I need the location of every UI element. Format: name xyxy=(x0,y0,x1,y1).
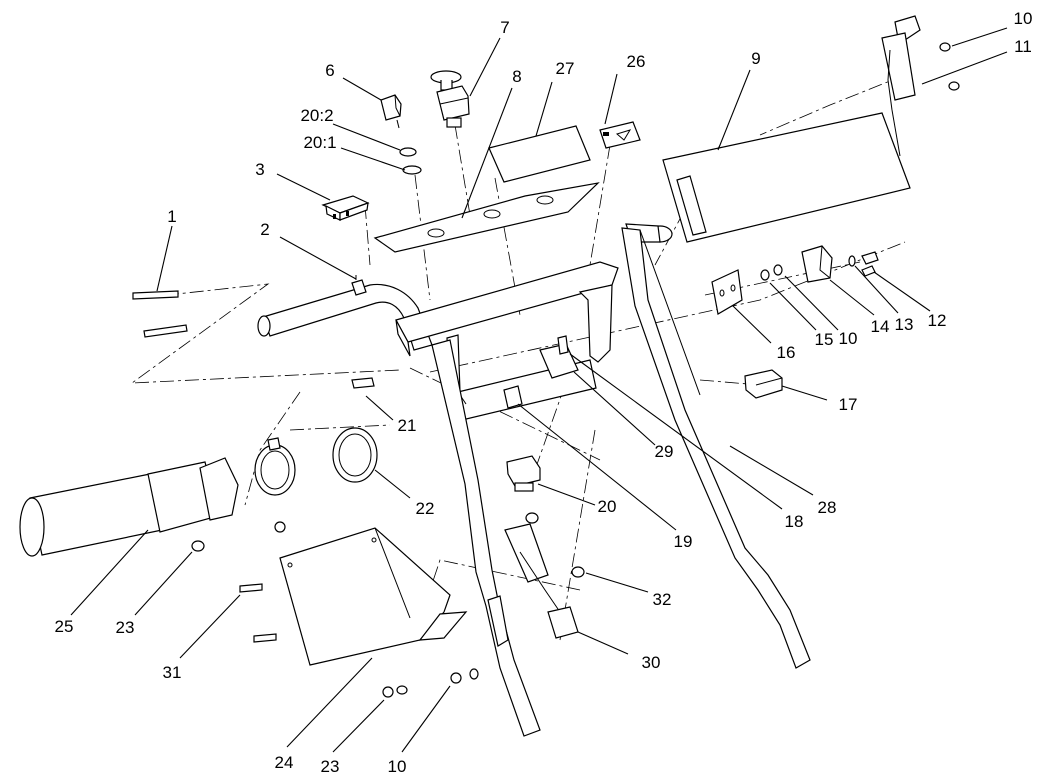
callout-16: 16 xyxy=(777,343,796,362)
callout-29: 29 xyxy=(655,442,674,461)
callout-20-2: 20:2 xyxy=(300,106,333,125)
callout-31: 31 xyxy=(163,663,182,682)
handle-bar-right xyxy=(621,223,811,669)
clamps-22 xyxy=(254,427,378,496)
callout-30: 30 xyxy=(642,653,661,672)
callout-8: 8 xyxy=(512,67,521,86)
callout-17: 17 xyxy=(839,395,858,414)
callout-9: 9 xyxy=(751,49,760,68)
callout-14: 14 xyxy=(871,317,890,336)
callout-20-1: 20:1 xyxy=(303,133,336,152)
switch-3 xyxy=(321,195,370,221)
control-console xyxy=(395,261,619,421)
panel-plate-8 xyxy=(373,182,600,253)
callout-26: 26 xyxy=(627,52,646,71)
callout-23-bottom: 23 xyxy=(321,757,340,776)
harness-30 xyxy=(504,512,585,639)
control-box-24 xyxy=(279,527,468,666)
callout-1: 1 xyxy=(167,207,176,226)
callout-labels: 1 2 3 6 7 8 9 10 10 10 11 12 13 14 15 16… xyxy=(55,9,1033,776)
callout-13: 13 xyxy=(895,315,914,334)
callout-32: 32 xyxy=(653,590,672,609)
callout-19: 19 xyxy=(674,532,693,551)
callout-27: 27 xyxy=(556,59,575,78)
callout-18: 18 xyxy=(785,512,804,531)
decal-27 xyxy=(488,125,591,183)
switch-6 xyxy=(380,94,422,175)
choke-cable-11 xyxy=(881,15,960,157)
nuts-bottom xyxy=(191,521,479,698)
callout-10-mid: 10 xyxy=(839,329,858,348)
callout-7: 7 xyxy=(500,18,509,37)
callout-2: 2 xyxy=(260,220,269,239)
console-switches xyxy=(503,335,579,409)
decal-26 xyxy=(599,121,641,149)
washer-20-2 xyxy=(399,147,417,157)
callout-21: 21 xyxy=(398,416,417,435)
callout-24: 24 xyxy=(275,753,294,772)
callout-10-bottom: 10 xyxy=(388,757,407,776)
bolts-1 xyxy=(132,290,188,338)
handle-tube xyxy=(257,275,433,351)
handle-frame-left xyxy=(431,339,541,737)
callout-15: 15 xyxy=(815,330,834,349)
bracket-16 xyxy=(711,269,743,315)
washer-20-1 xyxy=(402,165,422,175)
callout-25: 25 xyxy=(55,617,74,636)
decal-9 xyxy=(662,112,911,243)
relay-17 xyxy=(744,369,783,399)
screws-31 xyxy=(239,583,277,643)
chute-25 xyxy=(19,457,239,557)
interlock-switch-hardware xyxy=(760,245,879,283)
leader-lines xyxy=(70,27,1008,753)
callout-10-top: 10 xyxy=(1014,9,1033,28)
callout-20: 20 xyxy=(598,497,617,516)
ignition-switch-20 xyxy=(506,455,541,492)
callout-12: 12 xyxy=(928,311,947,330)
assembly-centerlines xyxy=(130,74,906,641)
key-switch-7 xyxy=(430,70,470,128)
callout-23-left: 23 xyxy=(116,618,135,637)
bolt-21 xyxy=(351,377,375,389)
callout-28: 28 xyxy=(818,498,837,517)
callout-6: 6 xyxy=(325,61,334,80)
callout-11: 11 xyxy=(1014,37,1032,56)
callout-3: 3 xyxy=(255,160,264,179)
callout-22: 22 xyxy=(416,499,435,518)
